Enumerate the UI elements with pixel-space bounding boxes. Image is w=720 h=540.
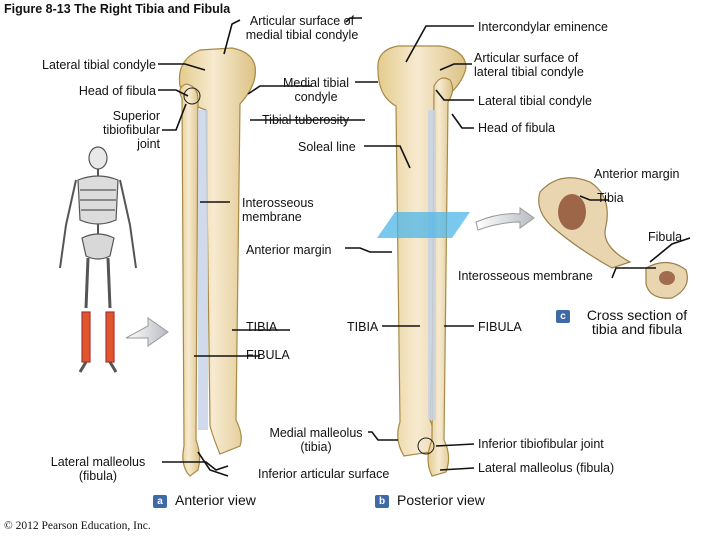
label-intercondylar-eminence: Intercondylar eminence [478,20,608,34]
label-lateral-tibial-condyle-posterior: Lateral tibial condyle [478,94,592,108]
superior-joint-marker [183,87,201,105]
label-articular-surface-lateral: Articular surface of lateral tibial cond… [474,51,584,79]
inferior-joint-marker [417,437,435,455]
label-tibial-tuberosity: Tibial tuberosity [262,113,350,127]
label-cross-tibia: Tibia [597,191,624,205]
label-anterior-margin: Anterior margin [246,243,332,257]
label-tibia-posterior: TIBIA [347,320,379,334]
badge-b: b [375,494,389,508]
label-medial-malleolus: Medial malleolus (tibia) [269,426,363,454]
label-lateral-malleolus-posterior: Lateral malleolus (fibula) [478,461,615,475]
anterior-interosseous-membrane [198,110,208,430]
label-fibula-posterior: FIBULA [478,320,522,334]
label-inferior-tibiofibular-joint: Inferior tibiofibular joint [478,437,604,451]
posterior-tibia [377,45,467,457]
label-inferior-articular-surface: Inferior articular surface [258,467,390,481]
label-soleal-line: Soleal line [298,140,356,154]
badge-c: c [556,310,570,323]
badge-a: a [153,494,167,508]
pointer-arrow [125,317,169,347]
label-lateral-tibial-condyle: Lateral tibial condyle [42,58,156,72]
tibia-marrow [558,194,586,230]
label-cross-fibula: Fibula [648,230,683,244]
label-interosseous-membrane-posterior: Interosseous membrane [458,269,593,283]
label-head-of-fibula-posterior: Head of fibula [478,121,556,135]
label-interosseous-membrane-anterior: Interosseous membrane [242,196,314,224]
label-cross-anterior-margin: Anterior margin [594,167,680,181]
label-head-of-fibula: Head of fibula [78,84,156,98]
label-medial-tibial-condyle: Medial tibial condyle [282,76,349,104]
cross-section-plane [377,212,470,238]
fibula-marrow [659,271,675,285]
label-tibia-anterior: TIBIA [246,320,278,334]
figure-title: Figure 8-13 The Right Tibia and Fibula [4,2,231,16]
label-lateral-malleolus-anterior: Lateral malleolus (fibula) [50,455,146,483]
anterior-tibia [178,47,257,455]
anterior-fibula [179,83,201,477]
label-superior-tibiofibular-joint: Superior tibiofibular joint [103,109,160,151]
label-articular-surface-medial: Articular surface of medial tibial condy… [245,14,359,42]
label-fibula-anterior: FIBULA [246,348,290,362]
skeleton-thumbnail [59,146,137,373]
cross-section-arrow [475,207,535,231]
cross-section-caption: Cross section of tibia and fibula [586,307,688,337]
leader-lines [158,17,691,477]
copyright-notice: © 2012 Pearson Education, Inc. [4,520,151,532]
posterior-interosseous-membrane [428,110,436,420]
